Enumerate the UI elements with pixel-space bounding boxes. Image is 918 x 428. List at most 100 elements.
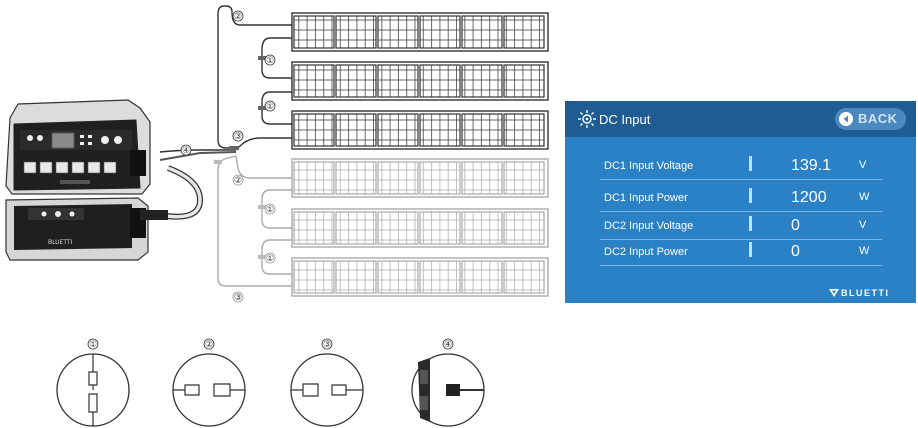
back-arrow-icon [839, 112, 853, 126]
marker-1-d-label: ① [266, 254, 274, 264]
solar-module [419, 260, 461, 294]
marker-1-d [264, 252, 276, 264]
marker-1-b-label: ① [266, 102, 274, 112]
solar-module [461, 211, 503, 245]
back-button-label: BACK [858, 111, 898, 126]
row-dc1-input-voltage: DC1 Input Voltage 139.1 V [600, 156, 882, 180]
active-wiring [159, 5, 292, 153]
marker-4-main [180, 144, 192, 156]
solar-module [503, 260, 545, 294]
solar-module [503, 113, 545, 147]
solar-module [377, 15, 419, 49]
solar-module [377, 161, 419, 195]
solar-module [377, 113, 419, 147]
marker-4-main-label: ④ [182, 146, 190, 156]
row-value: 1200 [791, 189, 827, 206]
detail-views: ① ② ③ ④ [56, 338, 485, 427]
row-indicator [749, 242, 752, 257]
solar-module [503, 15, 545, 49]
row-divider [600, 179, 882, 180]
marker-1-b [264, 100, 276, 112]
solar-module [503, 64, 545, 98]
solar-array-inactive-2 [291, 208, 549, 248]
marker-1-a-label: ① [266, 56, 274, 66]
row-dc2-input-power: DC2 Input Power 0 W [600, 242, 882, 266]
solar-module [293, 211, 335, 245]
solar-module [377, 260, 419, 294]
solar-module [335, 15, 377, 49]
row-dc2-input-voltage: DC2 Input Voltage 0 V [600, 216, 882, 240]
detail-3: ③ [290, 338, 364, 427]
solar-module [461, 15, 503, 49]
row-indicator [749, 188, 752, 203]
row-value: 0 [791, 217, 800, 234]
solar-array-inactive-3 [291, 257, 549, 297]
station-screen [51, 132, 75, 149]
row-indicator [749, 216, 752, 231]
row-label: DC1 Input Power [604, 192, 688, 204]
detail-3-label: ③ [323, 340, 331, 350]
marker-3-top-label: ③ [234, 132, 242, 142]
solar-module [419, 161, 461, 195]
marker-3-bottom [232, 291, 244, 303]
solar-module [335, 260, 377, 294]
station-brand-label: BLUETTI [48, 239, 73, 246]
row-value: 139.1 [791, 157, 832, 174]
panel-title: DC Input [599, 112, 651, 127]
back-button[interactable]: BACK [835, 108, 906, 130]
solar-module [419, 211, 461, 245]
row-label: DC2 Input Voltage [604, 220, 694, 232]
power-station: BLUETTI [5, 99, 168, 261]
solar-module [293, 260, 335, 294]
gear-icon [578, 110, 596, 128]
solar-module [377, 211, 419, 245]
marker-3-top [232, 130, 244, 142]
row-label: DC2 Input Power [604, 246, 688, 258]
detail-4: ④ [411, 338, 485, 427]
solar-module [461, 113, 503, 147]
row-unit: W [859, 191, 870, 203]
bluetti-logo-icon [829, 289, 839, 297]
detail-4-label: ④ [444, 340, 452, 350]
solar-module [461, 161, 503, 195]
detail-1-label: ① [89, 340, 97, 350]
solar-array-active-2 [291, 61, 549, 101]
solar-module [293, 161, 335, 195]
solar-module [461, 260, 503, 294]
marker-2-top [232, 10, 244, 22]
row-divider [600, 265, 882, 266]
solar-module [461, 64, 503, 98]
inactive-wiring [217, 155, 292, 287]
detail-2: ② [172, 338, 246, 427]
brand-label: BLUETTI [841, 288, 890, 298]
row-dc1-input-power: DC1 Input Power 1200 W [600, 188, 882, 212]
solar-module [377, 64, 419, 98]
panel-header: DC Input BACK [565, 101, 916, 137]
row-divider [600, 239, 882, 240]
solar-array-active-3 [291, 110, 549, 150]
solar-module [419, 64, 461, 98]
solar-module [335, 161, 377, 195]
marker-2-top-label: ② [234, 12, 242, 22]
solar-module [419, 113, 461, 147]
marker-1-c-label: ① [266, 205, 274, 215]
solar-module [503, 211, 545, 245]
row-unit: W [859, 245, 870, 257]
solar-module [419, 15, 461, 49]
dc-input-panel: DC Input BACK DC1 Input Voltage 139.1 V … [565, 101, 916, 303]
detail-2-label: ② [205, 340, 213, 350]
row-indicator [749, 156, 752, 171]
solar-array-active-1 [291, 12, 549, 52]
solar-module [293, 64, 335, 98]
solar-module [293, 113, 335, 147]
solar-module [335, 211, 377, 245]
marker-2-bottom-label: ② [234, 176, 242, 186]
row-unit: V [859, 219, 867, 231]
solar-module [335, 113, 377, 147]
solar-module [503, 161, 545, 195]
marker-1-c [264, 203, 276, 215]
marker-2-bottom [232, 174, 244, 186]
wire-connectors [214, 56, 266, 259]
solar-module [293, 15, 335, 49]
trunk-cable [159, 151, 237, 220]
